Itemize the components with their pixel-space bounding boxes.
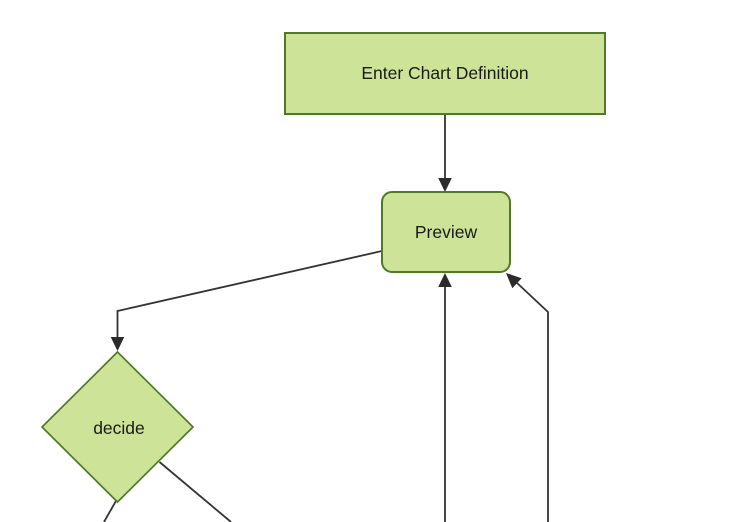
arrowhead-preview-to-decide bbox=[110, 337, 125, 351]
edge-decide-to-offscreen-left bbox=[103, 499, 118, 522]
arrowhead-enter-to-preview bbox=[438, 178, 452, 192]
edge-decide-to-offscreen-right bbox=[158, 461, 232, 522]
edge-preview-to-decide bbox=[116, 250, 383, 339]
edge-layer bbox=[103, 114, 549, 522]
node-preview-label: Preview bbox=[415, 222, 478, 242]
arrowhead-return-right-to-preview bbox=[506, 273, 522, 289]
node-enter-chart-definition bbox=[284, 32, 606, 115]
arrowhead-return-center-to-preview bbox=[438, 273, 452, 287]
node-decide-label: decide bbox=[93, 418, 145, 438]
node-enter-chart-definition-label: Enter Chart Definition bbox=[361, 63, 528, 83]
node-decide bbox=[40, 350, 195, 504]
node-layer: Enter Chart Definition Preview decide bbox=[40, 32, 606, 504]
edge-return-right-to-preview bbox=[515, 281, 549, 522]
node-preview bbox=[381, 191, 511, 273]
